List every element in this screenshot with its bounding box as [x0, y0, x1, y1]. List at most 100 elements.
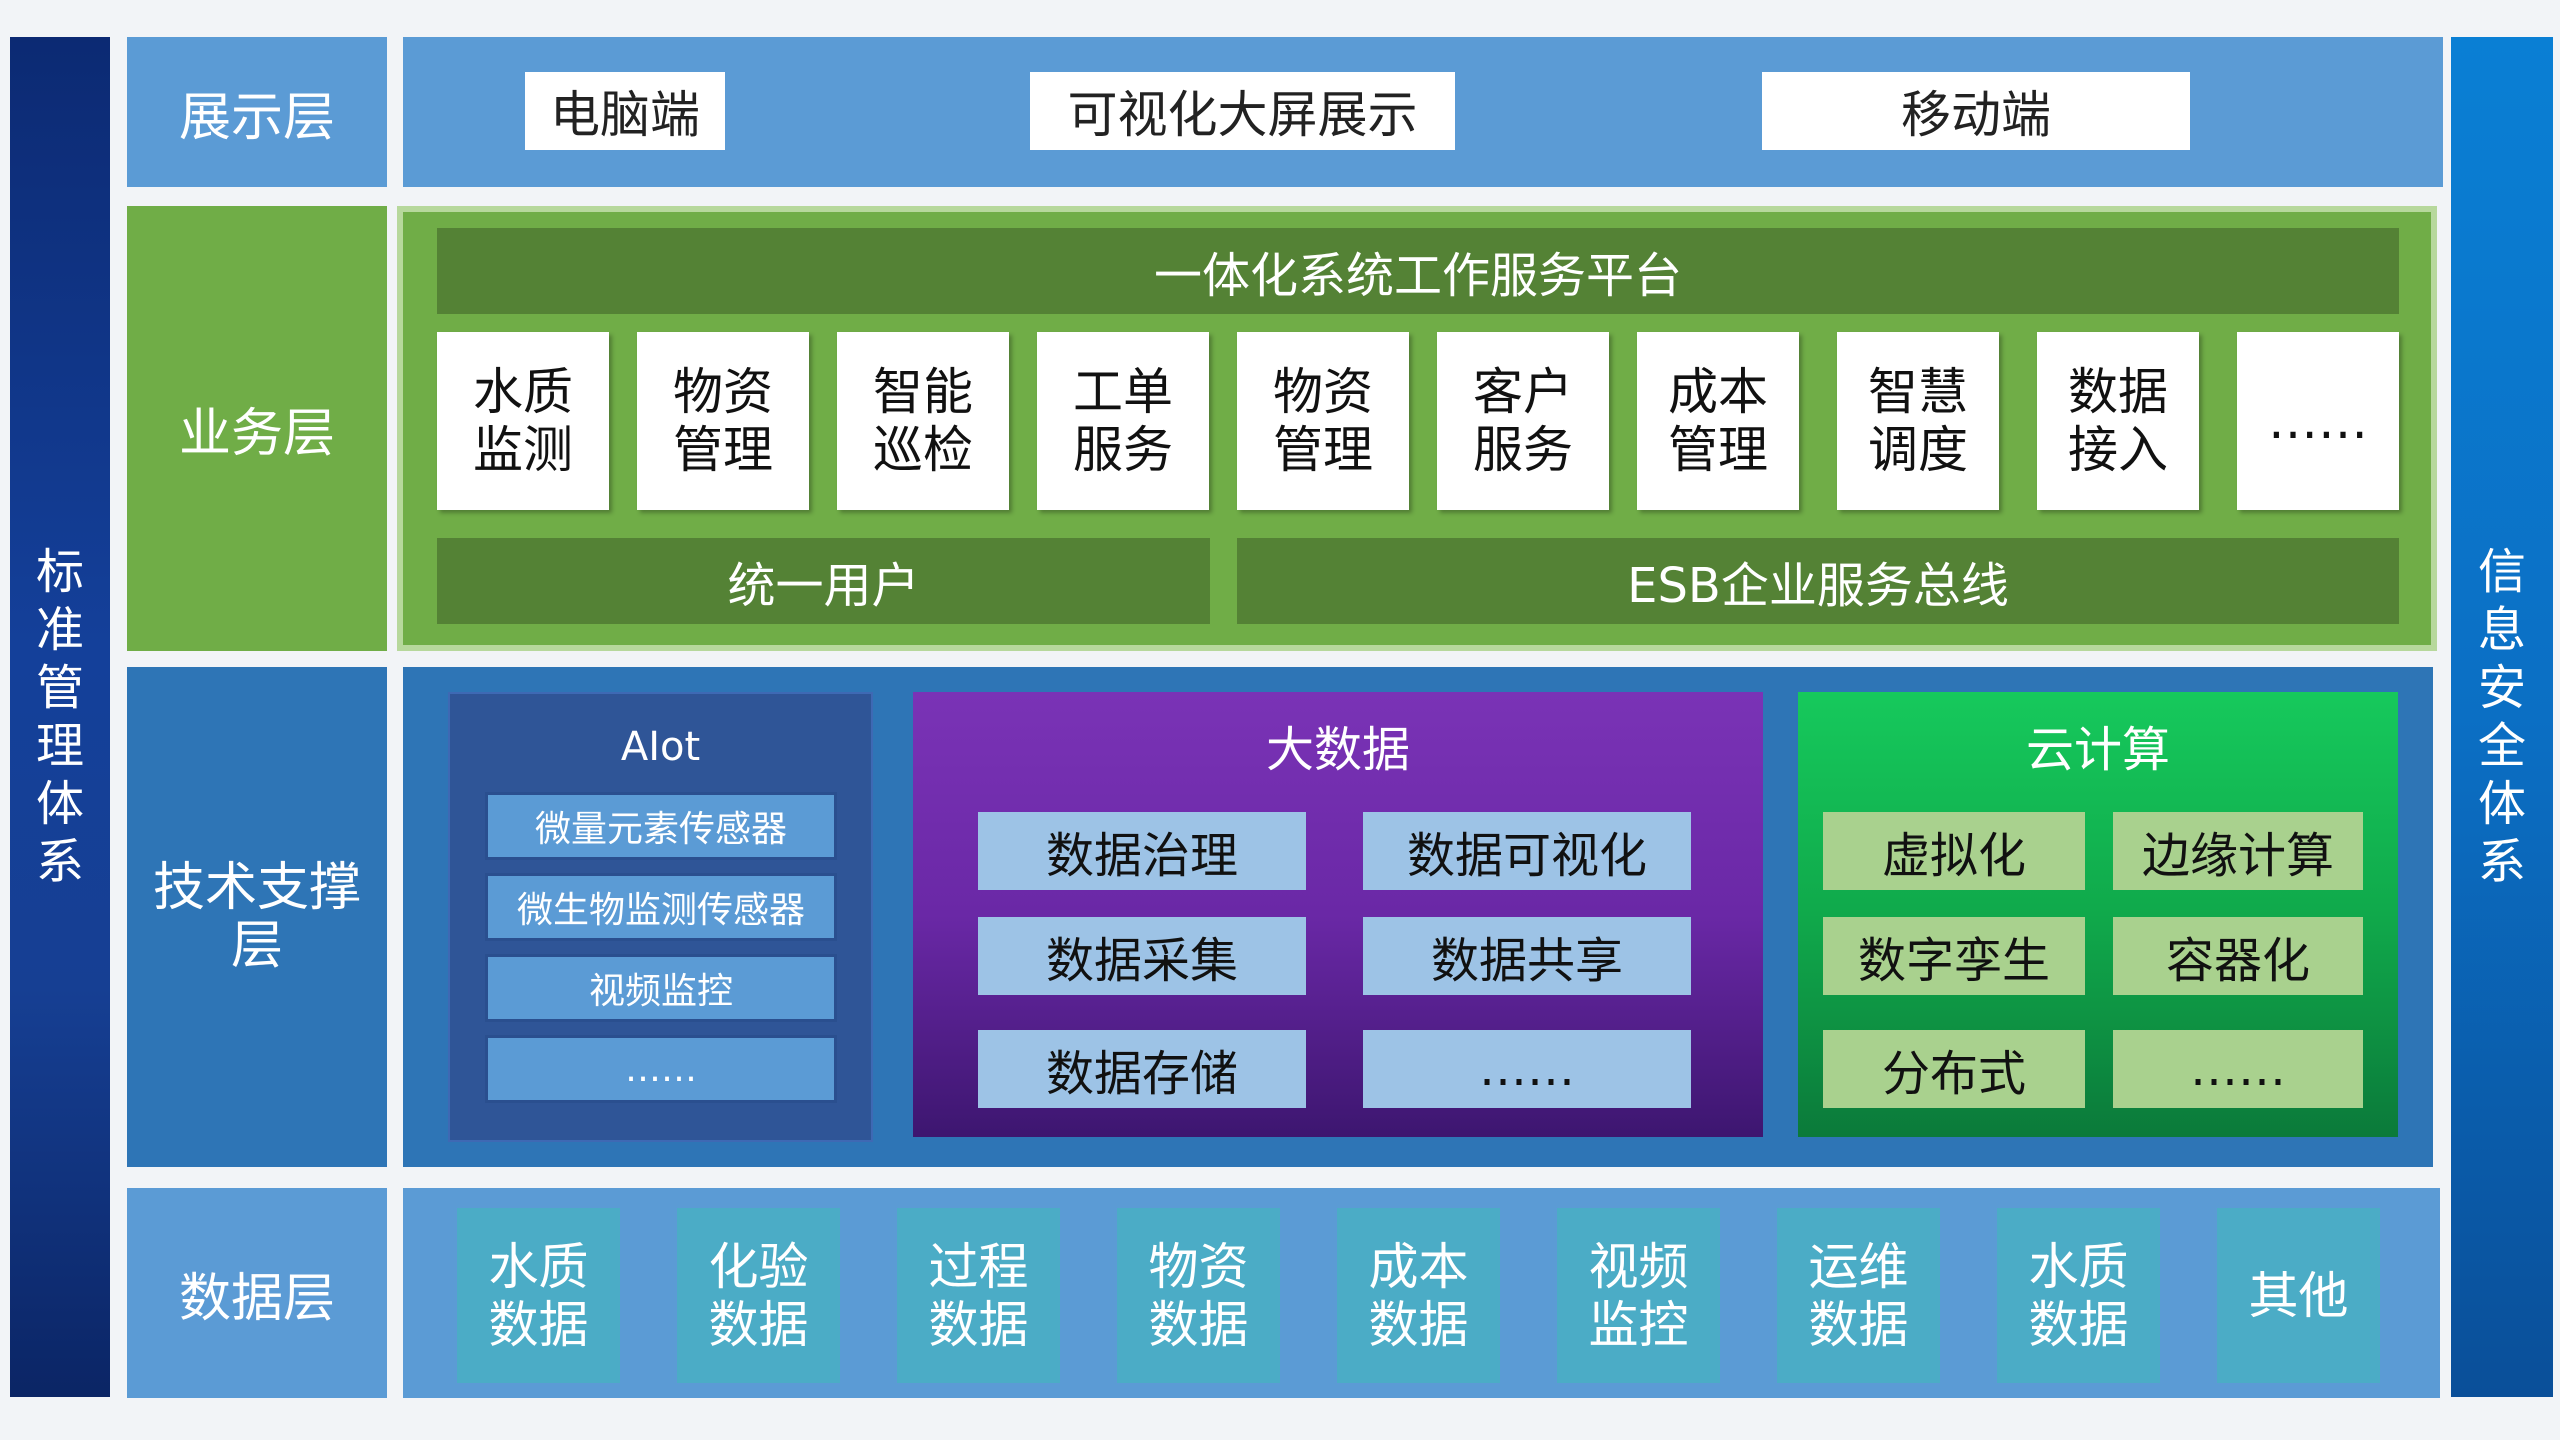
biz-card-line: 接入 [2068, 421, 2168, 479]
data-card-process: 过程 数据 [897, 1208, 1060, 1383]
right-bar-char: 全 [2477, 718, 2526, 774]
aiot-item-trace-sensor: 微量元素传感器 [485, 792, 837, 860]
aiot-item-more: …… [485, 1035, 837, 1103]
right-bar-char: 体 [2477, 776, 2526, 832]
data-card-line: 运维 [1808, 1237, 1909, 1296]
bigdata-more: …… [1363, 1030, 1691, 1108]
left-bar-char: 准 [35, 602, 84, 658]
data-card-line: 水质 [2028, 1237, 2129, 1296]
cloud-title: 云计算 [2025, 722, 2170, 778]
cloud-more: …… [2113, 1030, 2363, 1108]
data-card-line: 监控 [1588, 1295, 1689, 1354]
data-card-line: 过程 [928, 1237, 1029, 1296]
pc-client-box: 电脑端 [525, 72, 725, 150]
bigdata-title: 大数据 [1265, 722, 1410, 778]
biz-card-line: 管理 [673, 421, 773, 479]
tech-label-line: 技术支撑 [152, 858, 361, 918]
data-card-water-quality: 水质 数据 [457, 1208, 620, 1383]
bigdata-sharing: 数据共享 [1363, 917, 1691, 995]
biz-card-line: 巡检 [873, 421, 973, 479]
data-card-line: 数据 [488, 1295, 589, 1354]
display-layer-label: 展示层 [127, 37, 387, 187]
platform-banner: 一体化系统工作服务平台 [437, 228, 2399, 314]
data-card-line: 水质 [488, 1237, 589, 1296]
data-card-line: 物资 [1148, 1237, 1249, 1296]
biz-card-customer: 客户 服务 [1437, 332, 1609, 510]
biz-card-line: 物资 [673, 363, 773, 421]
biz-card-line: 管理 [1273, 421, 1373, 479]
aiot-item-microbe-sensor: 微生物监测传感器 [485, 873, 837, 941]
left-bar-char: 理 [35, 718, 84, 774]
data-card-line: 数据 [708, 1295, 809, 1354]
data-card-line: 数据 [1368, 1295, 1469, 1354]
cloud-distributed: 分布式 [1823, 1030, 2085, 1108]
bigdata-collection: 数据采集 [978, 917, 1306, 995]
information-security-bar: 信 息 安 全 体 系 [2451, 37, 2553, 1397]
biz-card-line: 客户 [1473, 363, 1573, 421]
data-card-line: 数据 [1808, 1295, 1909, 1354]
biz-card-work-order: 工单 服务 [1037, 332, 1209, 510]
data-card-line: 视频 [1588, 1237, 1689, 1296]
bigdata-storage: 数据存储 [978, 1030, 1306, 1108]
biz-card-line: 成本 [1668, 363, 1768, 421]
cloud-digital-twin: 数字孪生 [1823, 917, 2085, 995]
biz-card-dispatch: 智慧 调度 [1837, 332, 1999, 510]
tech-label-line: 层 [230, 916, 283, 976]
biz-card-line: 智慧 [1868, 363, 1968, 421]
biz-card-material: 物资 管理 [637, 332, 809, 510]
standard-management-bar: 标 准 管 理 体 系 [10, 37, 110, 1397]
right-bar-char: 息 [2477, 602, 2526, 658]
cloud-virtualization: 虚拟化 [1823, 812, 2085, 890]
right-bar-char: 安 [2477, 660, 2526, 716]
biz-card-line: 调度 [1868, 421, 1968, 479]
biz-card-line: 监测 [473, 421, 573, 479]
right-bar-char: 信 [2477, 544, 2526, 600]
data-card-other: 其他 [2217, 1208, 2380, 1383]
data-card-lab: 化验 数据 [677, 1208, 840, 1383]
biz-card-line: …… [2268, 392, 2368, 450]
data-card-water-quality-2: 水质 数据 [1997, 1208, 2160, 1383]
left-bar-char: 体 [35, 776, 84, 832]
data-card-line: 数据 [928, 1295, 1029, 1354]
information-security-label: 信 息 安 全 体 系 [2478, 543, 2526, 891]
standard-management-label: 标 准 管 理 体 系 [36, 543, 84, 891]
data-card-line: 成本 [1368, 1237, 1469, 1296]
biz-card-inspection: 智能 巡检 [837, 332, 1009, 510]
mobile-client-box: 移动端 [1762, 72, 2190, 150]
left-bar-char: 管 [35, 660, 84, 716]
biz-card-more: …… [2237, 332, 2399, 510]
biz-card-line: 服务 [1073, 421, 1173, 479]
biz-card-line: 管理 [1668, 421, 1768, 479]
data-card-material: 物资 数据 [1117, 1208, 1280, 1383]
data-card-cost: 成本 数据 [1337, 1208, 1500, 1383]
biz-card-cost: 成本 管理 [1637, 332, 1799, 510]
data-card-line: 化验 [708, 1237, 809, 1296]
aiot-item-video: 视频监控 [485, 954, 837, 1022]
aiot-title: AIot [620, 724, 701, 770]
biz-card-data-access: 数据 接入 [2037, 332, 2199, 510]
biz-card-line: 智能 [873, 363, 973, 421]
bigdata-visualization: 数据可视化 [1363, 812, 1691, 890]
biz-card-water-quality: 水质 监测 [437, 332, 609, 510]
biz-card-line: 数据 [2068, 363, 2168, 421]
biz-card-line: 工单 [1073, 363, 1173, 421]
business-layer-label: 业务层 [127, 206, 387, 651]
data-card-video: 视频 监控 [1557, 1208, 1720, 1383]
biz-card-line: 水质 [473, 363, 573, 421]
left-bar-char: 系 [35, 834, 84, 890]
cloud-containerization: 容器化 [2113, 917, 2363, 995]
data-layer-label: 数据层 [127, 1188, 387, 1398]
data-card-line: 数据 [1148, 1295, 1249, 1354]
bigdata-governance: 数据治理 [978, 812, 1306, 890]
right-bar-char: 系 [2477, 834, 2526, 890]
biz-card-line: 服务 [1473, 421, 1573, 479]
left-bar-char: 标 [35, 544, 84, 600]
data-card-line: 数据 [2028, 1295, 2129, 1354]
biz-card-material-2: 物资 管理 [1237, 332, 1409, 510]
esb-bar: ESB企业服务总线 [1237, 538, 2399, 624]
tech-layer-label: 技术支撑 层 [127, 667, 387, 1167]
unified-user-bar: 统一用户 [437, 538, 1210, 624]
biz-card-line: 物资 [1273, 363, 1373, 421]
cloud-edge-computing: 边缘计算 [2113, 812, 2363, 890]
big-screen-box: 可视化大屏展示 [1030, 72, 1455, 150]
